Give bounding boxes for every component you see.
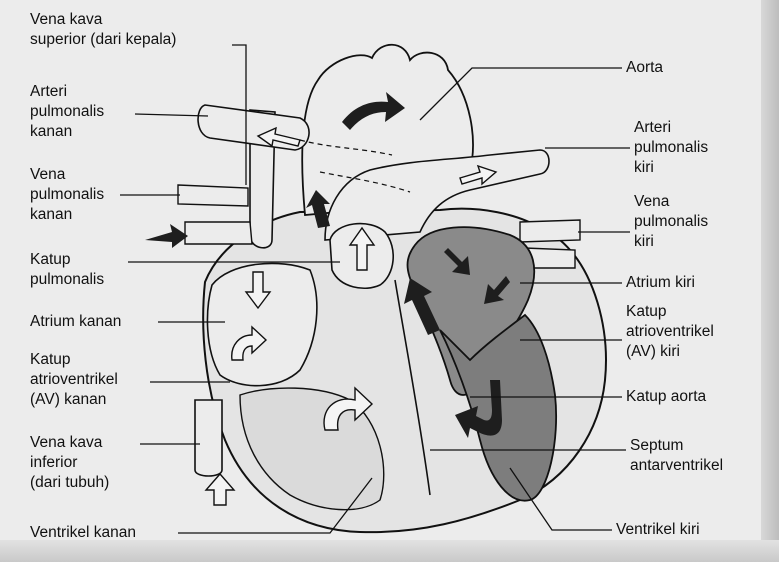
vena-pulmonalis-kiri-upper: [520, 220, 580, 242]
label-katup-av-kanan: Katup atrioventrikel (AV) kanan: [30, 350, 118, 410]
label-arteri-pulmonalis-kanan: Arteri pulmonalis kanan: [30, 82, 104, 142]
vena-kava-inferior: [195, 400, 222, 476]
label-katup-av-kiri: Katup atrioventrikel (AV) kiri: [626, 302, 714, 362]
label-aorta: Aorta: [626, 58, 663, 78]
label-vena-pulmonalis-kiri: Vena pulmonalis kiri: [634, 192, 708, 252]
label-ventrikel-kiri: Ventrikel kiri: [616, 520, 700, 540]
vena-pulmonalis-kanan-upper: [178, 185, 248, 206]
label-arteri-pulmonalis-kiri: Arteri pulmonalis kiri: [634, 118, 708, 178]
leader-apk: [135, 114, 208, 116]
label-atrium-kanan: Atrium kanan: [30, 312, 121, 332]
label-atrium-kiri: Atrium kiri: [626, 273, 695, 293]
label-katup-pulmonalis: Katup pulmonalis: [30, 250, 104, 290]
label-vena-pulmonalis-kanan: Vena pulmonalis kanan: [30, 165, 104, 225]
arrow-vpk: [145, 224, 188, 248]
arrow-vki: [206, 474, 234, 505]
label-vena-kava-inferior: Vena kava inferior (dari tubuh): [30, 433, 109, 493]
vena-pulmonalis-kanan-lower: [185, 222, 252, 244]
label-ventrikel-kanan: Ventrikel kanan: [30, 523, 136, 543]
label-vena-kava-superior: Vena kava superior (dari kepala): [30, 10, 176, 50]
label-katup-aorta: Katup aorta: [626, 387, 706, 407]
label-septum: Septum antarventrikel: [630, 436, 723, 476]
